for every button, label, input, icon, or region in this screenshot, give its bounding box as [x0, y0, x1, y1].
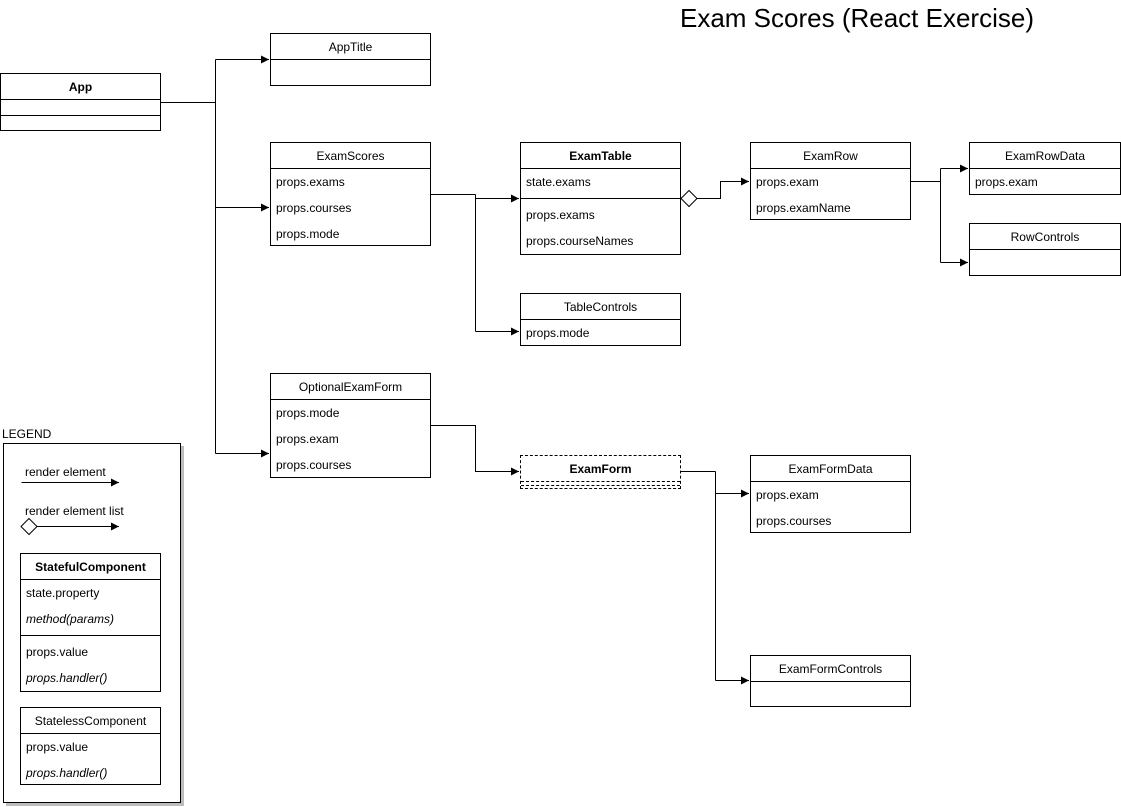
component-examform[interactable]: ExamForm [520, 455, 681, 489]
legend-stateful-component: StatefulComponent state.property method(… [20, 553, 161, 692]
component-name: ExamRowData [970, 143, 1120, 169]
legend-stateless-component: StatelessComponent props.value props.han… [20, 707, 161, 785]
component-field: props.exam [756, 488, 819, 502]
component-field: props.exam [975, 175, 1038, 189]
component-handler-field: props.handler() [26, 671, 108, 685]
component-field: props.value [26, 645, 89, 659]
edge-optionalform-to-examform [430, 425, 519, 476]
component-name: StatelessComponent [21, 708, 160, 734]
component-field: props.exam [756, 175, 819, 189]
component-name: ExamFormData [751, 456, 910, 482]
component-field: props.exams [526, 208, 595, 222]
component-tablecontrols[interactable]: TableControls props.mode [520, 293, 681, 346]
legend-render-element-list-label: render element list [25, 504, 124, 518]
legend-list-diamond-icon [20, 517, 38, 536]
component-field: props.exams [276, 175, 345, 189]
component-divider [521, 482, 680, 486]
component-field: props.mode [526, 326, 590, 340]
component-field: props.examName [756, 201, 851, 215]
component-name: ExamForm [521, 456, 680, 482]
diagram-title: Exam Scores (React Exercise) [680, 3, 1034, 33]
component-examrowdata[interactable]: ExamRowData props.exam [969, 142, 1121, 195]
component-name: StatefulComponent [21, 554, 160, 580]
component-apptitle[interactable]: AppTitle [270, 33, 431, 86]
component-field: props.courses [276, 458, 352, 472]
component-divider [1, 100, 160, 116]
component-handler-field: props.handler() [26, 766, 108, 780]
component-name: AppTitle [271, 34, 430, 60]
component-field: props.courses [756, 514, 832, 528]
component-field: props.value [26, 740, 89, 754]
component-name: TableControls [521, 294, 680, 320]
legend-render-element-label: render element [25, 465, 106, 479]
component-examtable[interactable]: ExamTable state.exams props.exams props.… [520, 142, 681, 255]
component-name: App [1, 74, 160, 100]
component-method-field: method(params) [26, 612, 115, 626]
component-examscores[interactable]: ExamScores props.exams props.courses pro… [270, 142, 431, 246]
component-divider [21, 635, 160, 636]
component-name: ExamTable [521, 143, 680, 169]
component-field: props.courseNames [526, 234, 634, 248]
component-field: props.mode [276, 227, 340, 241]
component-name: ExamRow [751, 143, 910, 169]
component-field: props.mode [276, 406, 340, 420]
component-examrow[interactable]: ExamRow props.exam props.examName [750, 142, 911, 220]
component-rowcontrols[interactable]: RowControls [969, 223, 1121, 276]
list-diamond-icon [680, 189, 698, 208]
component-optionalexamform[interactable]: OptionalExamForm props.mode props.exam p… [270, 373, 431, 478]
component-name: OptionalExamForm [271, 374, 430, 400]
component-app[interactable]: App [0, 73, 161, 131]
edge-examtable-to-examrow [697, 177, 749, 199]
component-field: props.courses [276, 201, 352, 215]
component-divider [521, 198, 680, 199]
component-name: ExamFormControls [751, 656, 910, 682]
component-field: props.exam [276, 432, 339, 446]
legend-title: LEGEND [2, 427, 52, 441]
component-examformdata[interactable]: ExamFormData props.exam props.courses [750, 455, 911, 533]
component-name: RowControls [970, 224, 1120, 250]
component-examformcontrols[interactable]: ExamFormControls [750, 655, 911, 707]
component-state-field: state.property [26, 586, 100, 600]
component-name: ExamScores [271, 143, 430, 169]
component-state-field: state.exams [526, 175, 591, 189]
